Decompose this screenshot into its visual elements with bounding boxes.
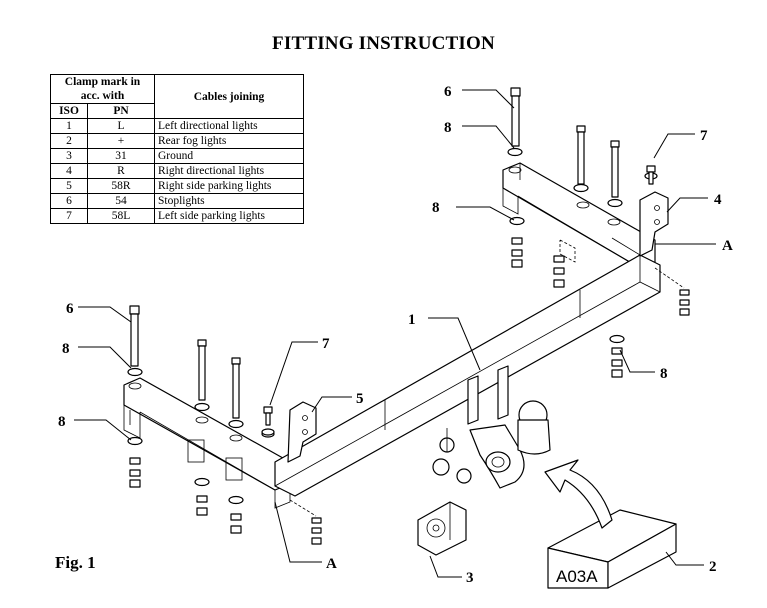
callout-7-top: 7 (700, 128, 708, 144)
ball-hitch-assembly (432, 365, 551, 489)
cell-pn: 58R (87, 178, 155, 194)
callout-a-right: A (722, 238, 733, 254)
header-clamp-mark: Clamp mark in acc. with (50, 74, 155, 104)
callout-2: 2 (709, 559, 717, 575)
table-row: 3 31 Ground (50, 148, 304, 164)
callout-6-top: 6 (444, 84, 452, 100)
cell-desc: Left side parking lights (154, 208, 304, 224)
socket-plate (417, 501, 467, 556)
cell-desc: Right side parking lights (154, 178, 304, 194)
box-code-label: A03A (556, 567, 598, 586)
washer-and-nut-set (127, 147, 690, 545)
callout-8-bottom-right: 8 (660, 366, 668, 382)
callout-7-left: 7 (322, 336, 330, 352)
callout-4: 4 (714, 192, 722, 208)
side-brackets (261, 165, 669, 463)
callout-a-left: A (326, 556, 337, 572)
callout-5: 5 (356, 391, 364, 407)
table-row: 4 R Right directional lights (50, 163, 304, 179)
packaging-box: A03A (547, 509, 677, 589)
bolt-set (129, 87, 620, 419)
callout-3: 3 (466, 570, 474, 586)
page-title: FITTING INSTRUCTION (272, 33, 495, 54)
table-row: 5 58R Right side parking lights (50, 178, 304, 194)
leader-lines (74, 89, 716, 578)
callout-8-top: 8 (444, 120, 452, 136)
callout-8-right: 8 (432, 200, 440, 216)
header-pn: PN (87, 103, 155, 119)
callout-1: 1 (408, 312, 416, 328)
table-row: 2 + Rear fog lights (50, 133, 304, 149)
callout-6-left: 6 (66, 301, 74, 317)
cable-joining-table: Clamp mark in acc. with Cables joining I… (50, 74, 304, 224)
figure-label: Fig. 1 (55, 553, 96, 572)
callout-8-left: 8 (62, 341, 70, 357)
main-cross-bar (274, 237, 661, 497)
assembly-arrow (544, 459, 613, 529)
left-mounting-bracket (123, 377, 291, 509)
table-row: 7 58L Left side parking lights (50, 208, 304, 224)
callout-8-lower-left: 8 (58, 414, 66, 430)
